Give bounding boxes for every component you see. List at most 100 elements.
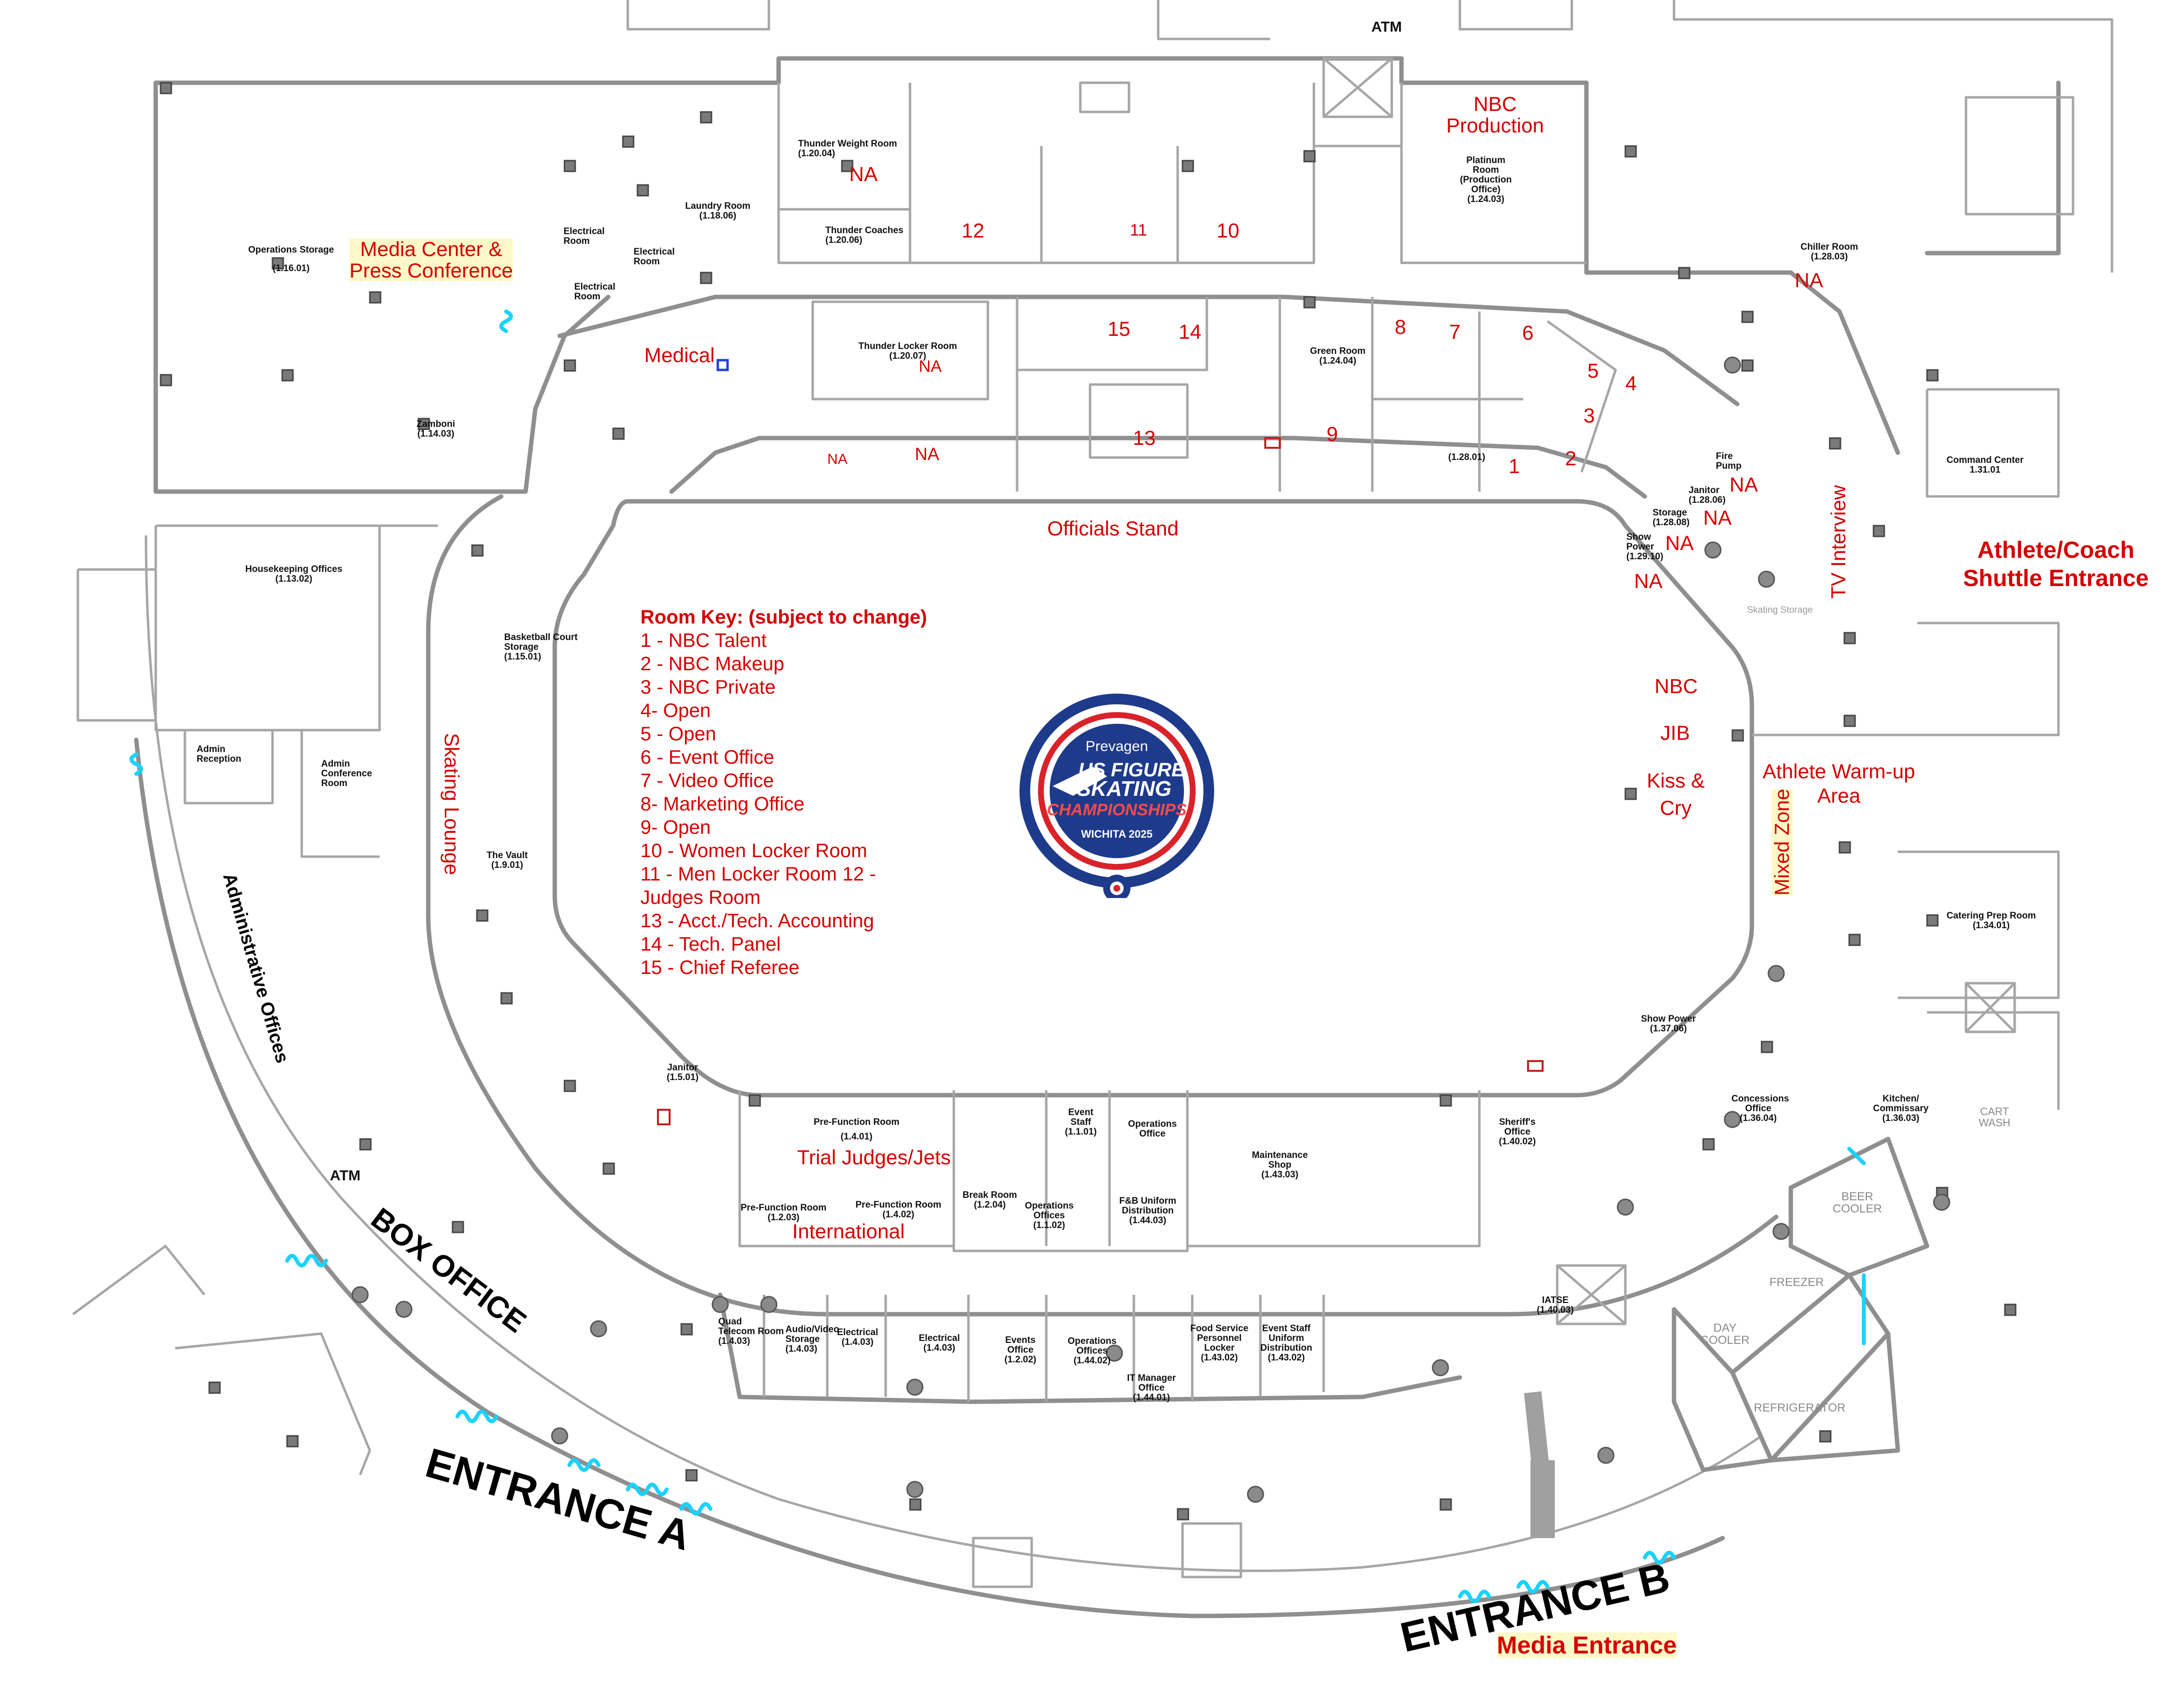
room-operations-storage: Operations Storage(1.16.01) — [248, 245, 334, 274]
room-kitchen-commissary: Kitchen/ Commissary(1.36.03) — [1873, 1094, 1929, 1123]
refrigerator-outline — [1769, 1331, 1900, 1463]
room-key-item: 11 - Men Locker Room 12 - — [640, 863, 876, 885]
room-housekeeping: Housekeeping Offices(1.13.02) — [245, 564, 343, 584]
room-maintenance-shop: Maintenance Shop(1.43.03) — [1252, 1150, 1308, 1180]
room-laundry: Laundry Room(1.18.06) — [685, 201, 751, 221]
na-small-room-a: NA — [827, 451, 848, 467]
room-number-5: 5 — [1587, 359, 1599, 382]
atm-top-label: ATM — [1371, 19, 1402, 35]
logo-line-1: US FIGURE — [1078, 759, 1185, 781]
day-cooler-outline — [1672, 1307, 1774, 1472]
championships-logo: Prevagen US FIGURE SKATING CHAMPIONSHIPS… — [1019, 694, 1214, 898]
room-ops-offices: Operations Offices(1.1.02) — [1025, 1201, 1074, 1230]
room-janitor-top: Janitor(1.28.06) — [1689, 485, 1726, 505]
nbc-label: NBC — [1655, 675, 1698, 697]
west-rooms — [76, 568, 157, 722]
room-number-3: 3 — [1583, 404, 1595, 427]
na-weight-room: NA — [849, 163, 878, 185]
media-entrance-label: Media Entrance — [1497, 1632, 1677, 1659]
room-key-item: 6 - Event Office — [640, 747, 774, 768]
room-show-power-top: Show Power(1.29.10) — [1626, 532, 1664, 562]
room-key-item: 15 - Chief Referee — [640, 957, 800, 978]
north-wall — [153, 56, 1589, 85]
room-show-power-bottom: Show Power(1.37.06) — [1641, 1014, 1696, 1034]
service-corridor-inner — [669, 436, 1647, 499]
room-electrical-e: Electrical(1.4.03) — [919, 1333, 960, 1353]
logo-line-2: SKATING — [1077, 777, 1172, 801]
room-freezer: FREEZER — [1769, 1276, 1824, 1289]
north-notch-b — [1157, 0, 1270, 40]
room-13-outline — [1089, 383, 1189, 459]
room-electrical-c: Electrical Room — [574, 282, 616, 302]
na-storage: NA — [1665, 532, 1694, 554]
room-number-15: 15 — [1108, 317, 1130, 340]
room-key-item: 4- Open — [640, 700, 711, 721]
concourse-mid-ring — [145, 535, 1763, 1572]
south-ramp-a — [1524, 1391, 1550, 1471]
south-office-strip — [718, 1292, 1462, 1404]
athlete-coach-shuttle-label: Athlete/Coach Shuttle Entrance — [1963, 537, 2149, 591]
room-concessions-office: Concessions Office(1.36.04) — [1731, 1094, 1789, 1123]
room-refrigerator: REFRIGERATOR — [1754, 1401, 1846, 1414]
room-key-item: 8- Marketing Office — [640, 793, 805, 815]
room-key-item: 14 - Tech. Panel — [640, 934, 781, 955]
room-key-item: 3 - NBC Private — [640, 677, 776, 698]
room-key-item: 2 - NBC Makeup — [640, 653, 784, 675]
thunder-locker-outline — [811, 300, 989, 401]
na-janitor: NA — [1703, 506, 1732, 529]
atm-left-label: ATM — [330, 1168, 361, 1184]
east-block — [1925, 80, 2061, 256]
service-corridor-outer — [557, 294, 1740, 406]
room-thunder-weight: Thunder Weight Room(1.20.04) — [798, 139, 897, 159]
stair-south-b — [1181, 1522, 1242, 1578]
room-number-2: 2 — [1565, 447, 1577, 470]
trial-judges-label: Trial Judges/Jets — [797, 1146, 951, 1169]
room-key-title: Room Key: (subject to change) — [640, 606, 927, 628]
room-electrical-a: Electrical Room — [564, 226, 605, 246]
room-skating-storage: Skating Storage — [1747, 605, 1813, 615]
international-label: International — [792, 1220, 905, 1243]
room-break-room: Break Room(1.2.04) — [963, 1190, 1017, 1210]
room-electrical-b: Electrical Room — [634, 247, 675, 267]
beer-cooler-outline — [1788, 1137, 1929, 1278]
red-door-marker-c — [1527, 1060, 1544, 1072]
stair-core-north — [1322, 57, 1393, 118]
logo-line-4: WICHITA 2025 — [1081, 828, 1153, 840]
room-prefunction-c: Pre-Function Room(1.4.02) — [855, 1200, 942, 1220]
stair-south-a — [972, 1537, 1033, 1588]
arena-bowl — [552, 499, 1754, 1098]
room-number-8: 8 — [1395, 315, 1406, 338]
room-iatse: IATSE(1.40.03) — [1537, 1295, 1574, 1315]
room-key-item: Judges Room — [640, 887, 761, 908]
entry-doors — [129, 310, 1866, 1603]
room-key-item: 9- Open — [640, 817, 711, 838]
room-prefunction-b: Pre-Function Room(1.2.03) — [741, 1203, 827, 1223]
room-fire-pump: Fire Pump — [1716, 451, 1742, 471]
room-number-13: 13 — [1133, 426, 1156, 449]
room-number-14: 14 — [1179, 320, 1201, 343]
room-number-12: 12 — [962, 219, 984, 242]
concourse-outer-ring — [134, 737, 1725, 1618]
room-chiller: Chiller Room(1.28.03) — [1801, 242, 1858, 262]
logo-sponsor: Prevagen — [1086, 738, 1148, 754]
room-1-28-01: (1.28.01) — [1448, 452, 1486, 462]
room-key-item: 5 - Open — [640, 723, 716, 745]
red-door-marker-b — [657, 1109, 671, 1125]
skater-icon — [1053, 767, 1107, 796]
room-number-10: 10 — [1217, 219, 1239, 242]
room-operations-office: Operations Office — [1128, 1119, 1177, 1139]
logo-line-3: CHAMPIONSHIPS — [1047, 801, 1186, 819]
concourse-inner-ring — [426, 494, 1779, 1317]
east-shaft — [1965, 982, 2016, 1033]
tv-interview-label: TV Interview — [1827, 485, 1850, 599]
nbc-production-label: NBC Production — [1446, 92, 1544, 137]
command-center-outline — [1926, 388, 2060, 498]
